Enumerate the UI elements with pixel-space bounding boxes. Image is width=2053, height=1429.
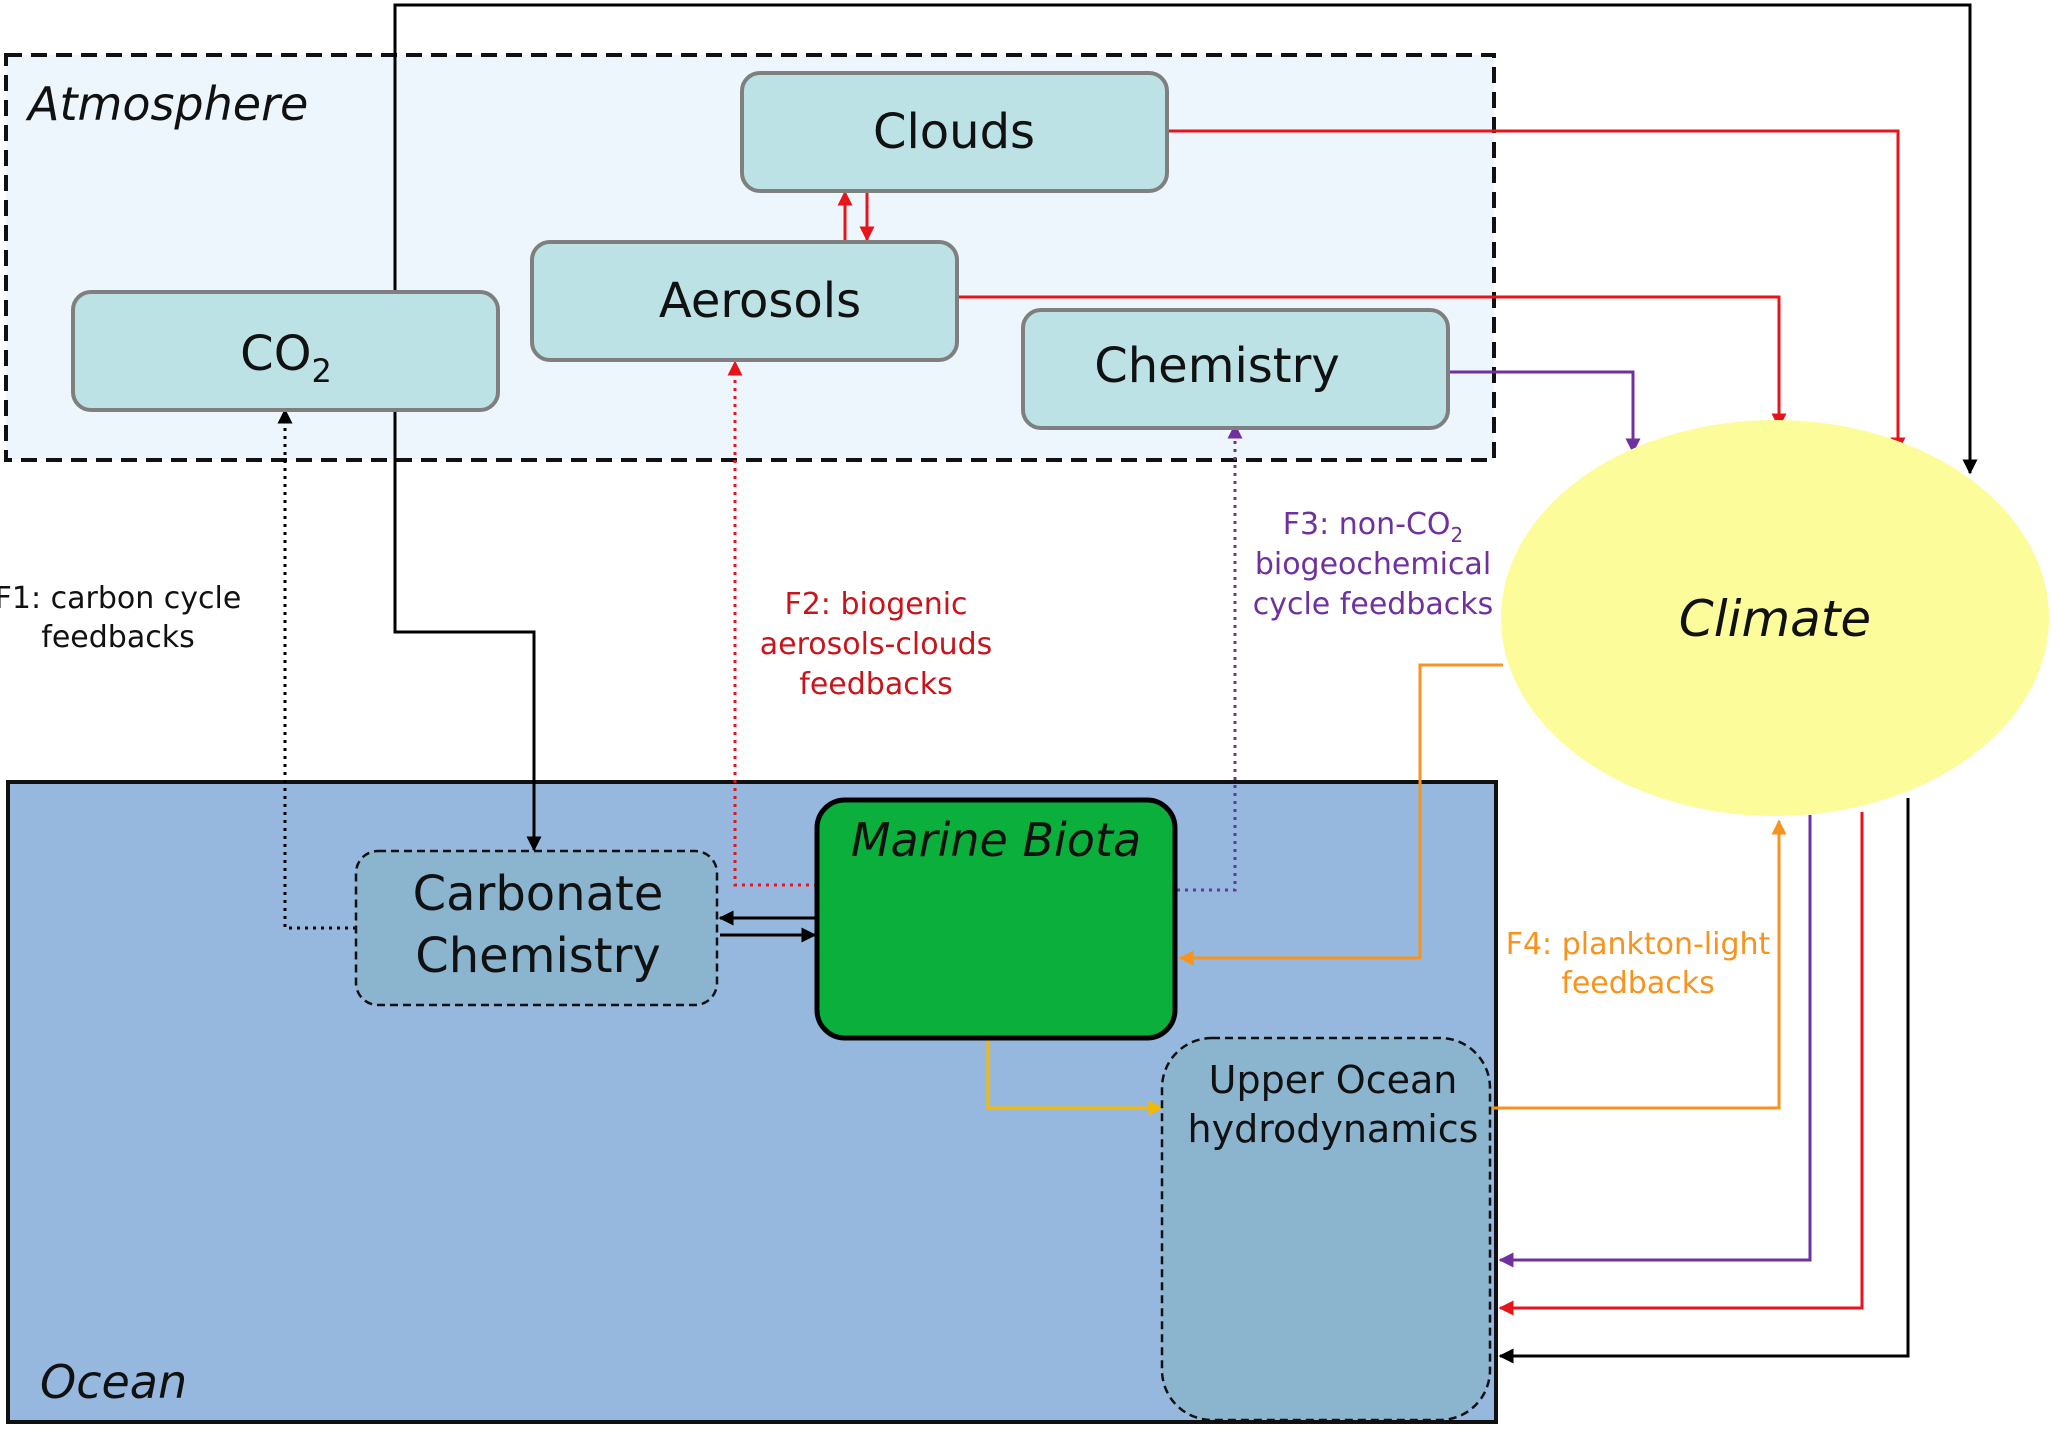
f3-label-line3: cycle feedbacks bbox=[1253, 587, 1494, 622]
f4-label-line1: F4: plankton-light bbox=[1506, 927, 1771, 962]
co2-subscript: 2 bbox=[311, 352, 331, 390]
f3-label-line2: biogeochemical bbox=[1255, 547, 1491, 582]
aerosols-label: Aerosols bbox=[659, 273, 861, 329]
marine-biota-box bbox=[814, 797, 1178, 1041]
f2-label-line1: F2: biogenic bbox=[784, 587, 967, 622]
f1-label-line1: F1: carbon cycle bbox=[0, 581, 241, 616]
marine-biota-label: Marine Biota bbox=[851, 813, 1141, 867]
f2-label-line2: aerosols-clouds bbox=[760, 627, 993, 662]
carbonate-chemistry-box bbox=[354, 849, 719, 1007]
f1-carbon-cycle-arrow bbox=[277, 408, 356, 930]
f3-label-text: F3: non-CO bbox=[1283, 507, 1451, 542]
f3-biogeochemical-arrow bbox=[1177, 423, 1243, 892]
climate-node bbox=[1501, 420, 2049, 816]
f4-plankton-light-arrow bbox=[1490, 819, 1787, 1110]
aerosols-box bbox=[530, 240, 959, 362]
carbonate-label-line2: Chemistry bbox=[415, 928, 661, 984]
clouds-label: Clouds bbox=[873, 104, 1035, 160]
carbonate-label-line1: Carbonate bbox=[413, 866, 664, 922]
f1-label-line2: feedbacks bbox=[41, 620, 194, 655]
co2-box bbox=[71, 290, 500, 412]
climate-label: Climate bbox=[1679, 590, 1871, 648]
aerosols-to-climate-arrow bbox=[957, 295, 1787, 429]
co2-to-carbonate-arrow bbox=[393, 410, 542, 852]
co2-label: CO2 bbox=[240, 326, 332, 390]
f3-label-line1: F3: non-CO2 bbox=[1283, 507, 1464, 547]
climate-to-upper-ocean-black bbox=[1498, 798, 1910, 1364]
chemistry-label: Chemistry bbox=[1094, 338, 1340, 394]
co2-main-text: CO bbox=[240, 326, 311, 382]
upper-ocean-label-line1: Upper Ocean bbox=[1209, 1058, 1458, 1102]
clouds-box bbox=[740, 71, 1169, 193]
climate-to-upper-ocean-purple bbox=[1498, 815, 1812, 1268]
upper-ocean-box bbox=[1160, 1036, 1492, 1422]
co2-to-climate-arrow bbox=[393, 3, 1978, 475]
f2-aerosols-clouds-arrow bbox=[727, 360, 817, 887]
climate-to-biota-arrow bbox=[1178, 663, 1503, 966]
chemistry-box bbox=[1021, 308, 1450, 430]
f3-label-subscript: 2 bbox=[1451, 523, 1464, 547]
clouds-to-climate-arrow bbox=[1167, 129, 1906, 453]
chemistry-to-climate-arrow bbox=[1448, 370, 1641, 454]
atmosphere-label: Atmosphere bbox=[25, 77, 308, 131]
f2-label-line3: feedbacks bbox=[799, 667, 952, 702]
climate-to-upper-ocean-red bbox=[1498, 812, 1864, 1316]
f4-label-line2: feedbacks bbox=[1561, 966, 1714, 1001]
biota-to-upper-ocean-arrow bbox=[986, 1040, 1164, 1116]
ocean-label: Ocean bbox=[40, 1355, 187, 1409]
upper-ocean-label-line2: hydrodynamics bbox=[1188, 1107, 1479, 1151]
